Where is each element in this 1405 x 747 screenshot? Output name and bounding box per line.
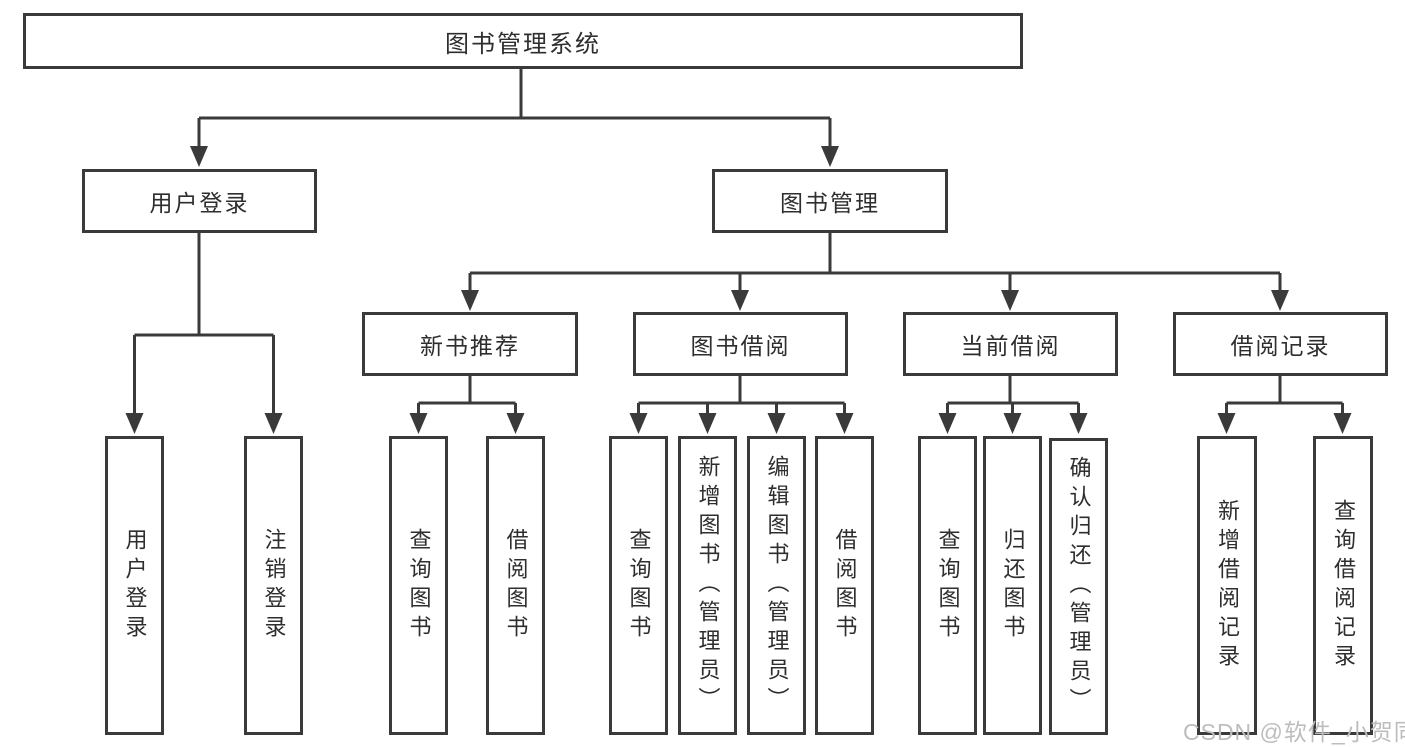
node-current-borrowing: 当前借阅	[903, 312, 1118, 376]
leaf-return-book: 归还图书	[983, 436, 1042, 735]
edge-root-to-level2	[197, 69, 832, 148]
leaf-query-books-borrowing: 查询图书	[609, 436, 668, 735]
leaf-logout: 注销登录	[244, 436, 303, 735]
leaf-edit-book-admin: 编辑图书（管理员）	[747, 436, 806, 735]
edge-book-management-to-level3	[468, 232, 1282, 292]
leaf-query-borrow-record: 查询借阅记录	[1313, 436, 1373, 735]
leaf-add-borrow-record: 新增借阅记录	[1197, 436, 1257, 735]
leaf-confirm-return-admin: 确认归还（管理员）	[1049, 438, 1108, 735]
watermark: CSDN @软件_小贺同学	[1183, 719, 1405, 745]
node-book-management: 图书管理	[712, 169, 948, 233]
leaf-borrow-books-recommendation: 借阅图书	[486, 436, 545, 735]
node-user-login: 用户登录	[82, 169, 317, 233]
leaf-user-login: 用户登录	[105, 436, 164, 735]
edge-borrowing-records-to-leaves	[1225, 376, 1344, 416]
leaf-query-books-current: 查询图书	[918, 436, 977, 735]
node-borrowing-records: 借阅记录	[1173, 312, 1388, 376]
arrowheads	[125, 146, 1352, 434]
node-new-book-recommendation: 新书推荐	[362, 312, 578, 376]
edge-new-book-rec-to-leaves	[417, 376, 517, 416]
edge-current-borrowing-to-leaves	[946, 376, 1080, 416]
leaf-add-book-admin: 新增图书（管理员）	[678, 436, 737, 735]
leaf-query-books-recommendation: 查询图书	[389, 436, 448, 735]
node-book-borrowing: 图书借阅	[633, 312, 848, 376]
edge-user-login-to-leaves	[133, 232, 275, 415]
node-library-management-system: 图书管理系统	[23, 13, 1023, 69]
edge-book-borrowing-to-leaves	[637, 376, 846, 416]
leaf-borrow-books-borrowing: 借阅图书	[815, 436, 874, 735]
